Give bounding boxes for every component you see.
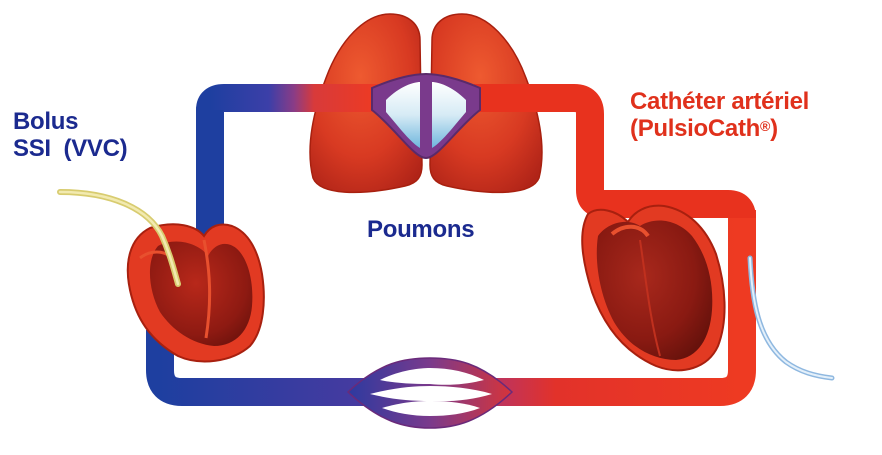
bolus-label-line2: SSI (VVC): [13, 135, 127, 162]
arterial-catheter-highlight: [750, 258, 832, 378]
bolus-label: Bolus SSI (VVC): [13, 108, 127, 162]
catheter-label-line1: Cathéter artériel: [630, 88, 809, 115]
catheter-label-line2: (PulsioCath®): [630, 115, 809, 142]
systemic-capillaries-icon: [348, 358, 512, 428]
catheter-label: Cathéter artériel (PulsioCath®): [630, 88, 809, 142]
arterial-catheter: [750, 258, 832, 378]
catheter-label-main: (PulsioCath: [630, 115, 760, 142]
registered-mark: ®: [760, 118, 770, 134]
catheter-label-end: ): [770, 115, 778, 142]
bolus-label-line1: Bolus: [13, 108, 127, 135]
poumons-label: Poumons: [367, 216, 474, 243]
heart-left-side-icon: [582, 206, 724, 371]
